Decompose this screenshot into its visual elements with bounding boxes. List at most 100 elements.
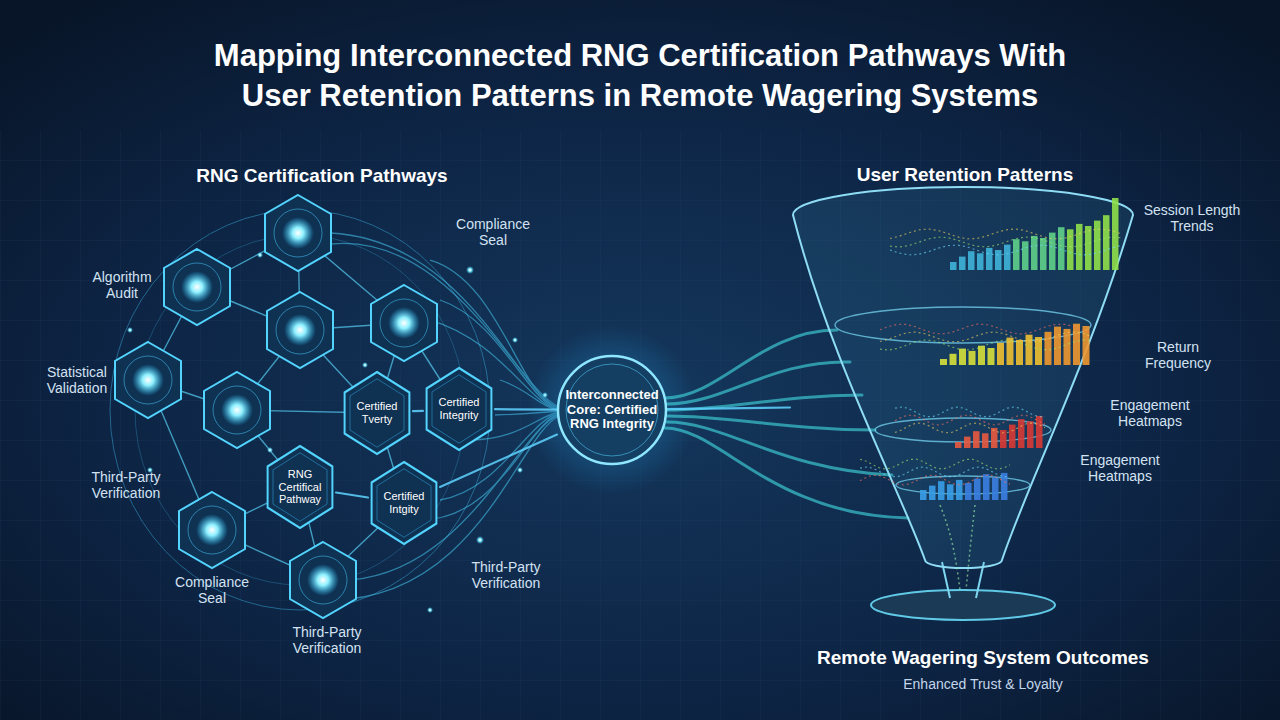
- icon-hexagons: [265, 195, 331, 271]
- data-stream: [880, 332, 1092, 342]
- retention-bar: [959, 257, 966, 270]
- retention-bar: [940, 359, 947, 365]
- background-fill: [0, 130, 1280, 720]
- retention-bar: [1076, 224, 1083, 270]
- icon-hexagons: [213, 386, 261, 434]
- retention-bar: [965, 483, 972, 500]
- connector-line: [336, 493, 368, 498]
- data-stream: [890, 229, 1121, 239]
- retention-bar: [991, 428, 998, 448]
- retention-bar: [968, 251, 975, 270]
- icon-hexagons: [371, 285, 437, 361]
- icon-hexagons: [204, 372, 270, 448]
- data-stream: [890, 245, 1121, 255]
- callout-label: Algorithm Audit: [81, 269, 163, 301]
- icon-hexagons: [164, 249, 230, 325]
- callout-label: Third-Party Verification: [458, 559, 554, 591]
- retention-bar: [988, 348, 995, 365]
- network-dots: [517, 467, 523, 473]
- core-to-funnel-streams: [665, 428, 908, 518]
- retention-bar: [1085, 226, 1092, 270]
- callout-label: Third-Party Verification: [279, 624, 375, 656]
- certification-hexagon: Certified Integrity: [423, 366, 495, 452]
- callout-label: Engagement Heatmaps: [1102, 397, 1198, 429]
- data-stream: [860, 475, 1010, 485]
- section-heading: Remote Wagering System Outcomes: [763, 647, 1203, 669]
- data-stream: [860, 459, 1010, 469]
- flow-lines: [323, 233, 560, 600]
- retention-bar: [950, 354, 957, 365]
- icon-hexagons: [124, 356, 172, 404]
- retention-bar: [982, 433, 989, 448]
- icon-hexagons: [299, 556, 347, 604]
- icon-hexagons: [132, 364, 164, 396]
- funnel-rim: [875, 418, 1051, 442]
- icon-hexagons: [221, 394, 253, 426]
- retention-bar: [1112, 198, 1119, 270]
- network-dots: [512, 337, 518, 343]
- icon-hexagons: [290, 542, 356, 618]
- core-circle-node: Interconnected Core: Certified RNG Integ…: [557, 355, 667, 465]
- data-stream: [895, 407, 1045, 417]
- hexagon-outline: [268, 446, 333, 528]
- retention-bar: [1027, 421, 1034, 448]
- retention-bar: [1022, 241, 1029, 270]
- retention-bar: [964, 437, 971, 448]
- certification-hexagon: RNG Certifical Pathway: [264, 444, 336, 530]
- retention-bar: [959, 349, 966, 365]
- callout-label: Engagement Heatmaps: [1072, 452, 1168, 484]
- icon-hexagons: [179, 492, 245, 568]
- funnel-rim: [835, 307, 1091, 343]
- funnel-body: [793, 187, 1133, 568]
- retention-bar: [983, 474, 990, 500]
- callout-label: Enhanced Trust & Loyalty: [823, 676, 1143, 692]
- network-dots: [362, 362, 368, 368]
- icon-hexagons: [371, 285, 437, 361]
- network-dots: [257, 252, 263, 258]
- network-links: [148, 233, 459, 580]
- retention-bar: [950, 262, 957, 270]
- retention-bar: [1031, 236, 1038, 270]
- retention-bar: [956, 480, 963, 500]
- retention-bar: [974, 479, 981, 500]
- hexagon-outline: [427, 368, 492, 450]
- retention-bar: [947, 484, 954, 500]
- retention-bar: [1007, 338, 1014, 365]
- icon-hexagons: [181, 271, 213, 303]
- icon-hexagons: [196, 514, 228, 546]
- data-stream: [940, 505, 975, 590]
- callout-label: Compliance Seal: [171, 574, 253, 606]
- funnel-base: [871, 590, 1055, 620]
- retention-bar: [1073, 324, 1080, 365]
- data-stream: [890, 237, 1121, 247]
- retention-bar: [978, 346, 985, 365]
- icon-hexagons: [188, 506, 236, 554]
- icon-hexagons: [267, 292, 333, 368]
- data-stream: [895, 415, 1045, 425]
- icon-hexagons: [388, 307, 420, 339]
- hexagon-outline: [372, 462, 437, 544]
- retention-bar: [986, 248, 993, 270]
- retention-bar: [1004, 245, 1011, 270]
- network-dots: [466, 266, 474, 274]
- hexagon-inner-ring: [350, 379, 404, 447]
- node-text: Certified Intgity: [374, 490, 434, 515]
- node-text: Interconnected Core: Certified RNG Integ…: [560, 388, 664, 433]
- icon-hexagons: [115, 342, 181, 418]
- retention-bar: [920, 490, 927, 500]
- network-dots: [427, 607, 433, 613]
- node-text: RNG Certifical Pathway: [270, 468, 330, 506]
- icon-hexagons: [173, 263, 221, 311]
- funnel-rim: [896, 476, 1030, 494]
- section-heading: RNG Certification Pathways: [162, 165, 482, 187]
- retention-bar: [1018, 419, 1025, 448]
- icon-hexagons: [204, 372, 270, 448]
- retention-bar: [973, 431, 980, 448]
- node-text: User Retention Patterns: [795, 164, 1135, 186]
- retention-bar: [1045, 332, 1052, 365]
- certification-hexagon: Certified Intgity: [368, 460, 440, 546]
- callout-label: Statistical Validation: [36, 364, 118, 396]
- icon-hexagons: [276, 306, 324, 354]
